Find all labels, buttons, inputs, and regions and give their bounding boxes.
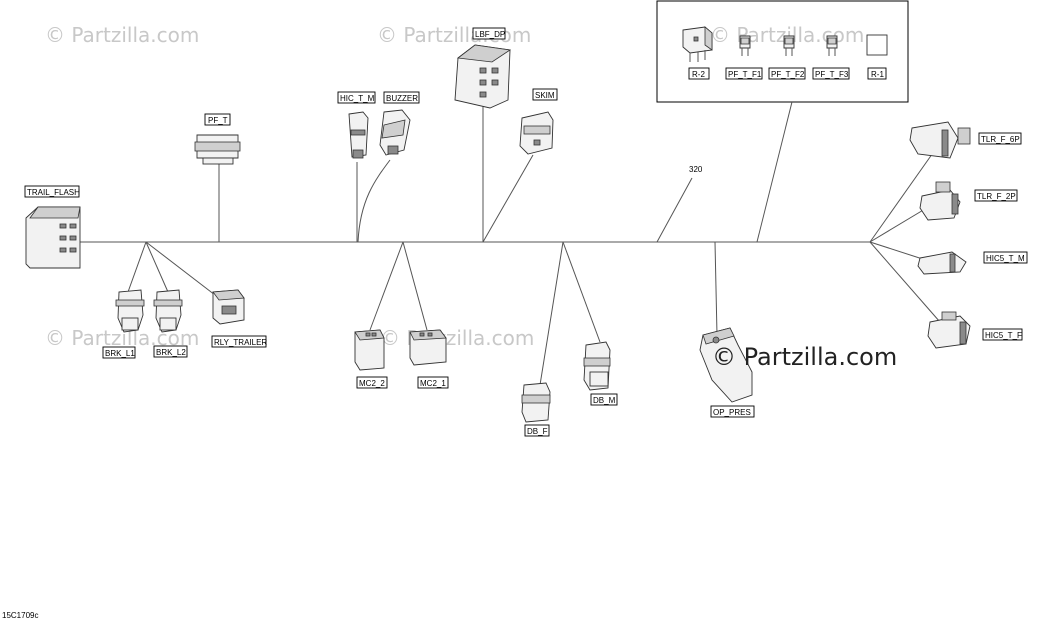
- label-pf-t-f1: PF_T_F1: [728, 70, 762, 79]
- label-hic5-t-f: HIC5_T_F: [985, 331, 1022, 340]
- label-r-2: R-2: [692, 70, 705, 79]
- label-hic5-t-m: HIC5_T_M: [986, 254, 1025, 263]
- db-f-connector-icon: [521, 382, 551, 423]
- relay-r1-icon: [866, 34, 888, 56]
- label-db-m: DB_M: [593, 396, 616, 405]
- watermark: © Partzilla.com: [377, 23, 531, 47]
- brk-l1-connector-icon: [115, 289, 145, 333]
- harness-wires: [80, 101, 941, 386]
- relay-fuse-inset: R-2 PF_T_F1 PF_T_F2 PF_T_F3 R-1: [656, 0, 909, 103]
- hic5-t-m-connector-icon: [917, 251, 967, 275]
- hic-t-m-connector-icon: [348, 111, 369, 159]
- inset-frame: [656, 0, 909, 103]
- label-rly-trailer: RLY_TRAILER: [214, 338, 267, 347]
- mc2-1-connector-icon: [409, 329, 447, 366]
- label-hic-t-m: HIC_T_M: [340, 94, 375, 103]
- watermark: © Partzilla.com: [380, 326, 534, 350]
- label-r-1: R-1: [871, 70, 884, 79]
- label-pf-t: PF_T: [208, 116, 228, 125]
- label-lbf-dp: LBF_DP: [475, 30, 505, 39]
- connector-labels: TRAIL_FLASH PF_T HIC_T_M BUZZER LBF_DP S…: [24, 27, 1028, 437]
- label-mc2-1: MC2_1: [420, 379, 446, 388]
- label-mc2-2: MC2_2: [359, 379, 385, 388]
- label-op-pres: OP_PRES: [713, 408, 751, 417]
- mc2-2-connector-icon: [354, 329, 385, 371]
- fuse-f1-icon: [739, 35, 751, 56]
- label-pf-t-f3: PF_T_F3: [815, 70, 849, 79]
- buzzer-connector-icon: [379, 109, 411, 156]
- trail-flash-connector-icon: [25, 206, 81, 269]
- label-brk-l2: BRK_L2: [156, 348, 186, 357]
- fuse-f3-icon: [826, 35, 838, 56]
- hic5-t-f-connector-icon: [927, 311, 971, 349]
- tlr-f-6p-connector-icon: [909, 121, 971, 159]
- label-db-f: DB_F: [527, 427, 548, 436]
- watermark-large: © Partzilla.com: [712, 343, 897, 371]
- label-buzzer: BUZZER: [386, 94, 418, 103]
- reference-code: 15C1709c: [2, 611, 38, 620]
- pf-t-connector-icon: [194, 134, 241, 165]
- brk-l2-connector-icon: [153, 289, 183, 333]
- label-skim: SKIM: [535, 91, 555, 100]
- label-pf-t-f2: PF_T_F2: [771, 70, 805, 79]
- skim-connector-icon: [519, 111, 554, 155]
- op-pres-connector-icon: [699, 327, 753, 403]
- lbf-dp-connector-icon: [454, 44, 512, 109]
- label-trail-flash: TRAIL_FLASH: [27, 188, 80, 197]
- db-m-connector-icon: [583, 341, 611, 391]
- harness-number: 320: [689, 165, 703, 174]
- relay-r2-icon: [682, 26, 713, 62]
- rly-trailer-connector-icon: [212, 289, 245, 325]
- label-brk-l1: BRK_L1: [105, 349, 135, 358]
- watermark: © Partzilla.com: [45, 23, 199, 47]
- label-tlr-f-6p: TLR_F_6P: [981, 135, 1020, 144]
- fuse-f2-icon: [783, 35, 795, 56]
- inset-labels: R-2 PF_T_F1 PF_T_F2 PF_T_F3 R-1: [688, 67, 887, 80]
- tlr-f-2p-connector-icon: [919, 181, 961, 221]
- label-tlr-f-2p: TLR_F_2P: [977, 192, 1016, 201]
